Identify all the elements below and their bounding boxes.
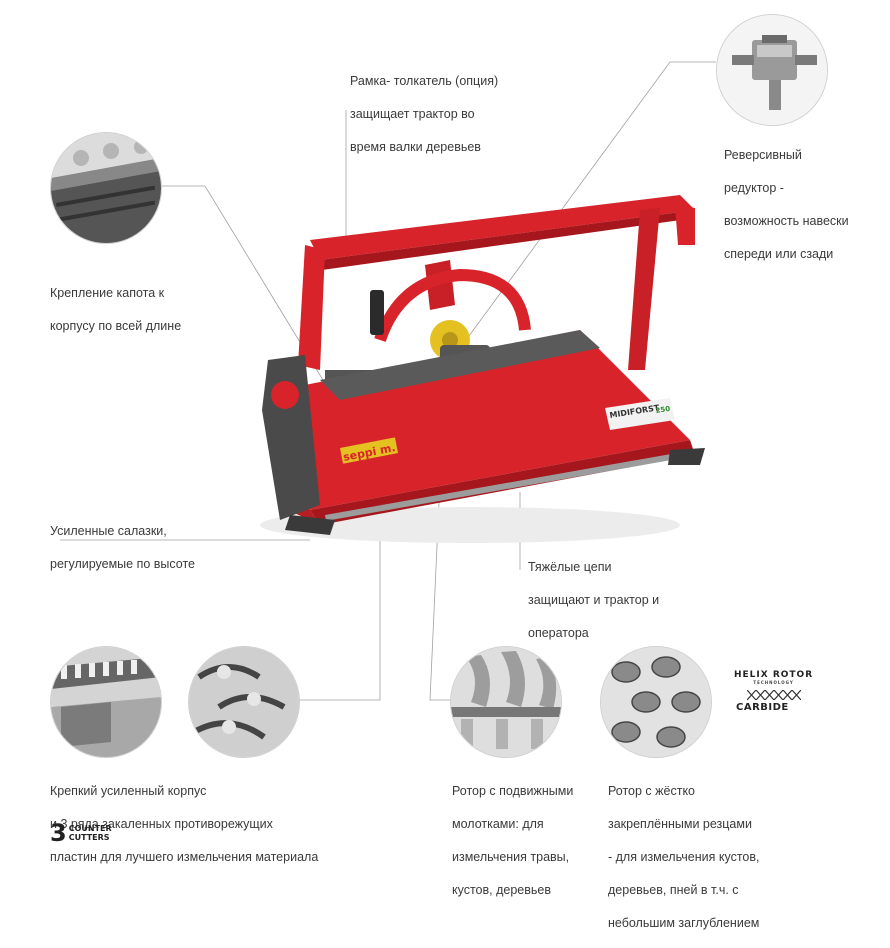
side-panel xyxy=(262,355,320,520)
caption-rotor-hammers: Ротор с подвижными молотками: для измель… xyxy=(452,783,574,897)
side-panel-logo xyxy=(271,381,299,409)
frame-leg-left xyxy=(298,245,325,370)
detail-circle-rotor-hammers xyxy=(450,646,562,758)
detail-circle-rotor-fixed xyxy=(600,646,712,758)
caption-skids: Усиленные салазки, регулируемые по высот… xyxy=(50,523,196,571)
caption-hood-mount: Крепление капота к корпусу по всей длине xyxy=(50,285,182,333)
frame-leg-right xyxy=(628,208,660,370)
badge-counter-line1: COUNTER xyxy=(68,824,112,833)
leader-line-gearbox xyxy=(465,61,716,341)
badge-counter-line2: CUTTERS xyxy=(68,833,110,842)
hood-ridge xyxy=(320,330,600,400)
model-plate xyxy=(605,398,675,430)
caption-rotor-fixed: Ротор с жёстко закреплёнными резцами - д… xyxy=(608,783,760,930)
detail-circle-hood-mount xyxy=(50,132,162,244)
leader-line-housing xyxy=(298,510,381,701)
detail-circle-gearbox xyxy=(716,14,828,126)
frame-bracket-right xyxy=(675,205,695,245)
skid-right xyxy=(668,448,705,465)
caption-push-frame: Рамка- толкатель (опция) защищает тракто… xyxy=(350,73,499,154)
badge-helix-rotor: HELIX ROTOR TECHNOLOGY xyxy=(734,670,813,704)
brand-label xyxy=(340,437,399,464)
model-number-text: 250 xyxy=(655,405,671,415)
skid-left xyxy=(285,515,335,535)
hydraulic-cylinder xyxy=(370,290,384,335)
caption-chains: Тяжёлые цепи защищают и трактор и операт… xyxy=(528,559,660,640)
badge-carbide: CARBIDE xyxy=(736,702,789,713)
chain-row xyxy=(325,451,686,521)
badge-counter-cutters: 3 COUNTER CUTTERS xyxy=(50,819,112,847)
detail-circle-housing-1 xyxy=(50,646,162,758)
helix-pattern-icon xyxy=(746,689,802,701)
detail-circle-housing-2 xyxy=(188,646,300,758)
caption-gearbox: Реверсивный редуктор - возможность навес… xyxy=(724,147,849,261)
badge-counter-number: 3 xyxy=(50,819,67,847)
hitch-arch xyxy=(374,268,531,343)
mulcher-machine-illustration: seppi m. MIDIFORST 250 xyxy=(260,195,705,543)
badge-helix-line2: TECHNOLOGY xyxy=(753,680,794,685)
push-frame-beam xyxy=(310,195,695,260)
badge-helix-line1: HELIX ROTOR xyxy=(734,670,814,680)
leader-line-hood-mount xyxy=(160,185,341,409)
